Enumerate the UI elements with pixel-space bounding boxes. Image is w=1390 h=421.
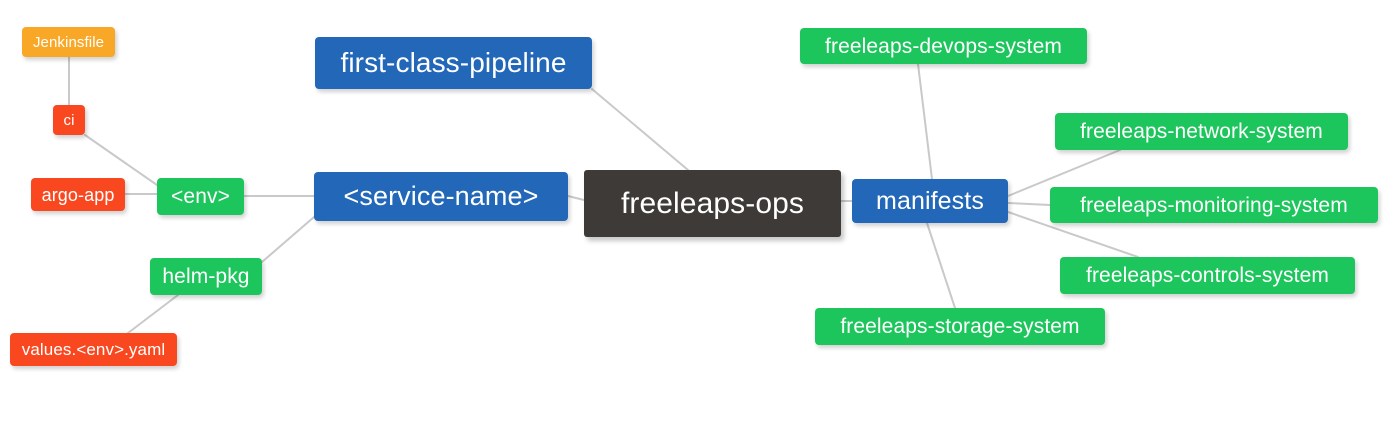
- edge-helm-pkg-to-values-env-yaml: [127, 294, 179, 334]
- node-label: freeleaps-storage-system: [840, 315, 1080, 338]
- node-argo-app[interactable]: argo-app: [31, 178, 125, 211]
- node-label: freeleaps-ops: [620, 186, 805, 220]
- edge-service-name-to-freeleaps-ops: [567, 195, 585, 201]
- node-service-name[interactable]: <service-name>: [314, 172, 568, 221]
- node-first-class-pipeline[interactable]: first-class-pipeline: [315, 37, 592, 89]
- node-manifests[interactable]: manifests: [852, 179, 1008, 223]
- edge-manifests-to-freeleaps-devops-system: [917, 63, 933, 180]
- edge-manifests-to-freeleaps-monitoring-system: [1007, 202, 1051, 206]
- node-label: <service-name>: [343, 181, 539, 211]
- edge-service-name-to-helm-pkg: [261, 216, 315, 263]
- node-label: <env>: [171, 185, 230, 208]
- node-label: freeleaps-devops-system: [825, 34, 1062, 58]
- node-label: freeleaps-controls-system: [1086, 264, 1329, 287]
- edge-first-class-pipeline-to-freeleaps-ops: [591, 88, 689, 171]
- node-freeleaps-controls-system[interactable]: freeleaps-controls-system: [1060, 257, 1355, 294]
- node-label: freeleaps-network-system: [1080, 120, 1323, 143]
- node-freeleaps-storage-system[interactable]: freeleaps-storage-system: [815, 308, 1105, 345]
- node-label: Jenkinsfile: [32, 33, 105, 51]
- node-label: argo-app: [41, 184, 115, 205]
- node-freeleaps-network-system[interactable]: freeleaps-network-system: [1055, 113, 1348, 150]
- node-label: manifests: [876, 186, 984, 215]
- node-freeleaps-devops-system[interactable]: freeleaps-devops-system: [800, 28, 1087, 64]
- node-freeleaps-ops[interactable]: freeleaps-ops: [584, 170, 841, 237]
- edge-manifests-to-freeleaps-storage-system: [926, 222, 956, 309]
- node-ci[interactable]: ci: [53, 105, 85, 135]
- node-label: values.<env>.yaml: [21, 340, 166, 359]
- node-label: first-class-pipeline: [340, 47, 567, 78]
- node-freeleaps-monitoring-system[interactable]: freeleaps-monitoring-system: [1050, 187, 1378, 223]
- node-label: helm-pkg: [162, 265, 250, 288]
- node-jenkinsfile[interactable]: Jenkinsfile: [22, 27, 115, 57]
- node-helm-pkg[interactable]: helm-pkg: [150, 258, 262, 295]
- node-label: freeleaps-monitoring-system: [1080, 193, 1348, 217]
- node-env[interactable]: <env>: [157, 178, 244, 215]
- node-values-env-yaml[interactable]: values.<env>.yaml: [10, 333, 177, 366]
- node-label: ci: [63, 111, 75, 129]
